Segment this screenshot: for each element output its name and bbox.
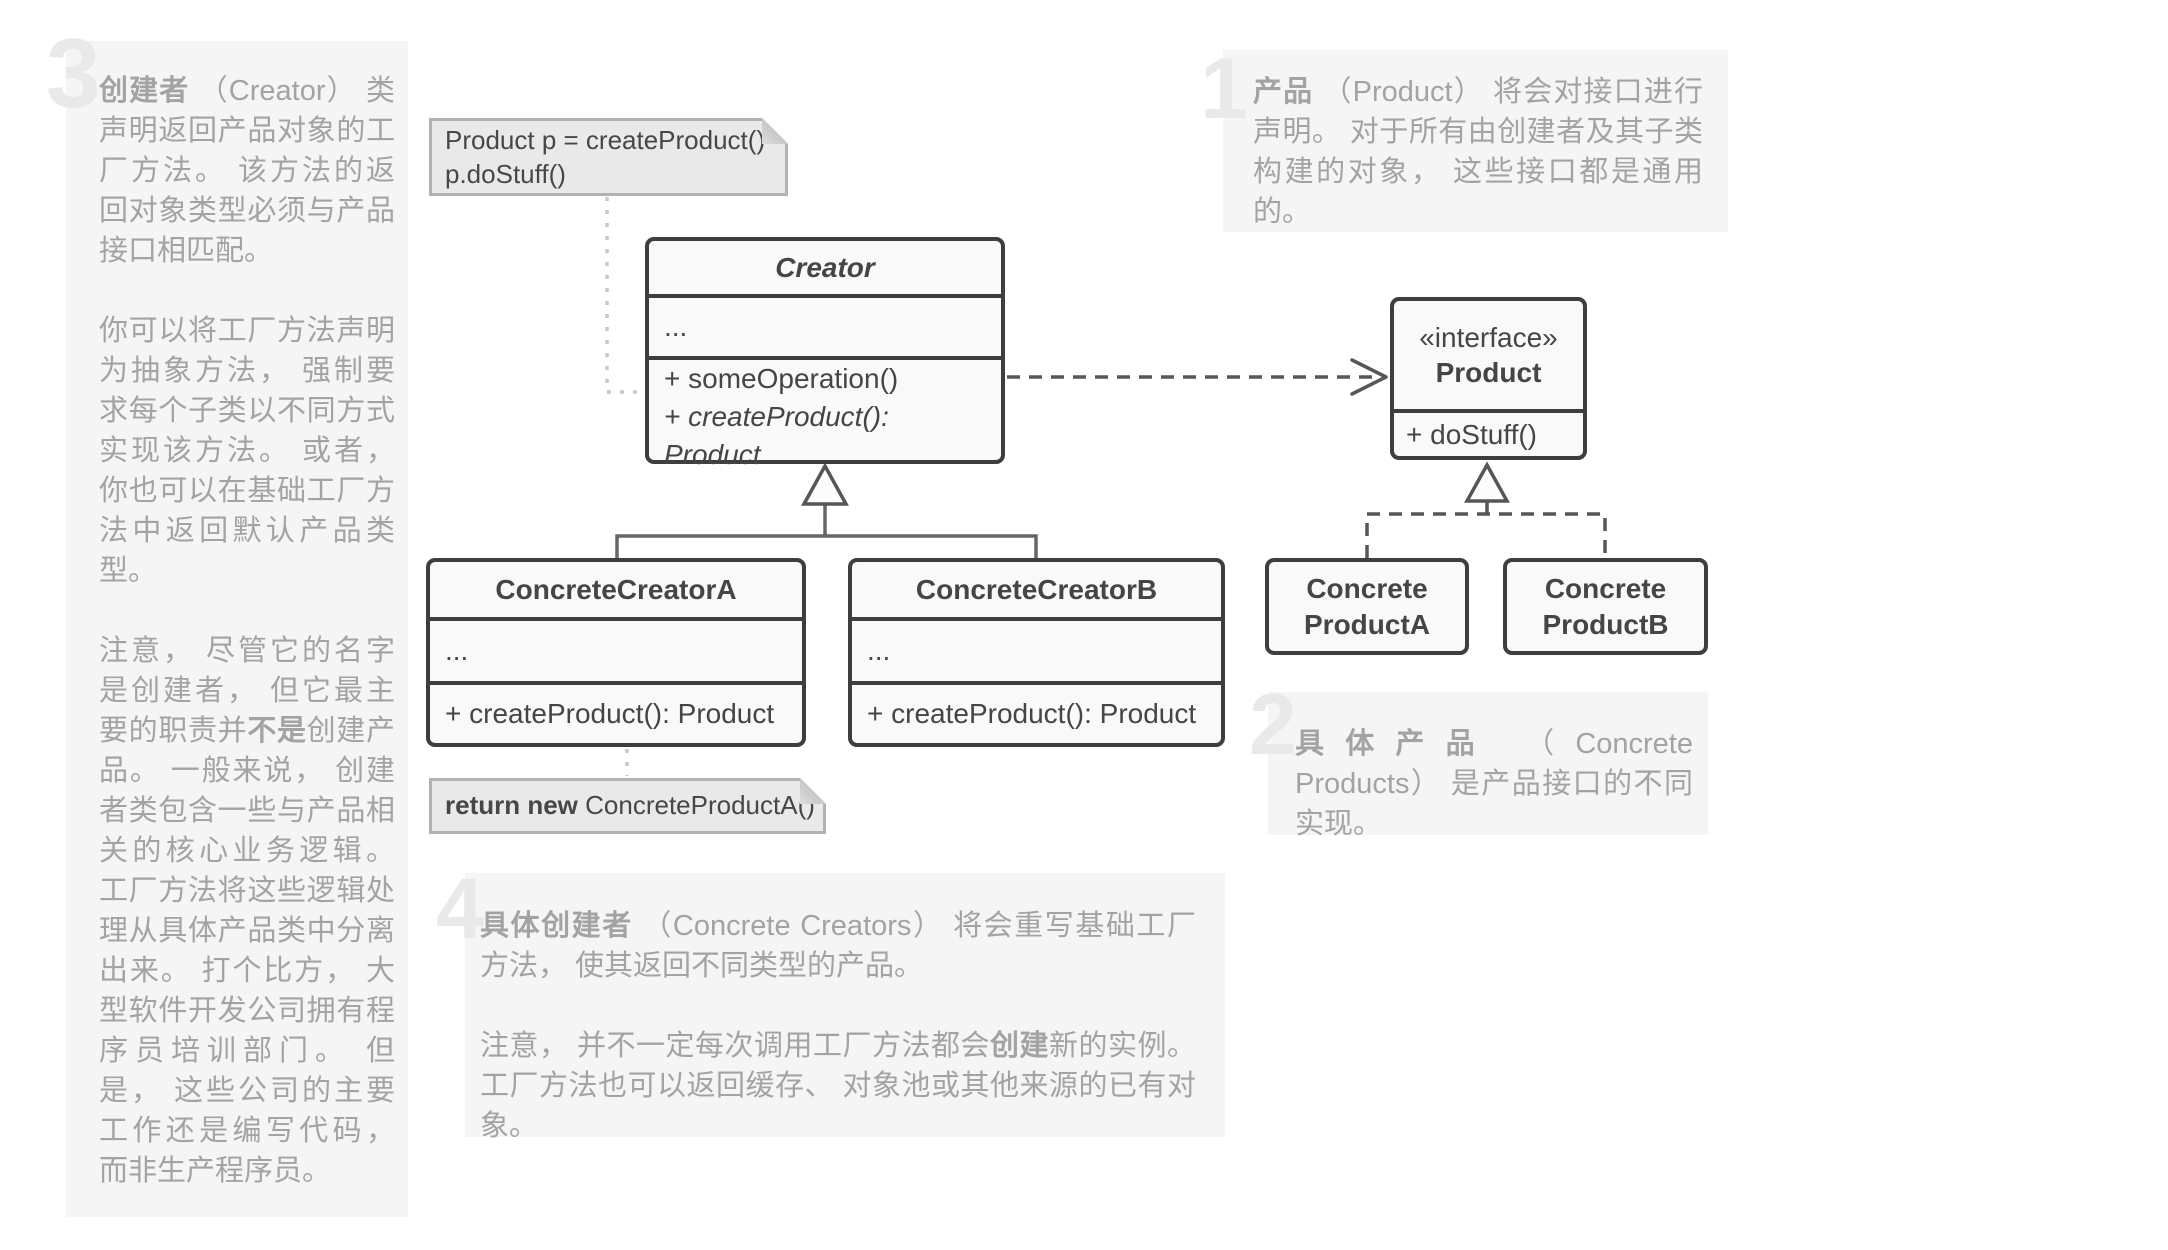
annotation-4-text: 具体创建者 （Concrete Creators） 将会重写基础工厂方法， 使其… [480, 906, 1196, 1146]
annotation-3-text: 创建者 （Creator） 类声明返回产品对象的工厂方法。 该方法的返回对象类型… [99, 71, 395, 1191]
annotation-2-number: 2 [1249, 677, 1297, 773]
annotation-3-panel [66, 41, 408, 1217]
annotation-4-panel [465, 873, 1225, 1137]
creator-class-methods: + someOperation() + createProduct(): Pro… [649, 360, 1001, 474]
creator-inheritance-lines [615, 505, 1038, 558]
creator-class-name: Creator [649, 241, 1001, 298]
concrete-creator-a-class: ConcreteCreatorA ... + createProduct(): … [426, 558, 806, 747]
concrete-creator-a-fields: ... [430, 621, 802, 685]
annotation-3-number: 3 [46, 18, 101, 128]
note-fold-icon [762, 118, 788, 144]
concrete-product-a-name-line2: ProductA [1304, 608, 1430, 640]
concrete-creator-a-methods: + createProduct(): Product [430, 685, 802, 743]
dependency-open-arrowhead-icon [1350, 358, 1388, 396]
creator-method-someoperation: + someOperation() [664, 363, 899, 394]
annotation-1-paragraph-1: 产品 （Product） 将会对接口进行声明。 对于所有由创建者及其子类构建的对… [1253, 76, 1703, 228]
creator-class: Creator ... + someOperation() + createPr… [645, 237, 1005, 470]
concrete-creator-b-class: ConcreteCreatorB ... + createProduct(): … [848, 558, 1225, 747]
note-fold-icon [800, 778, 826, 804]
creator-method-createproduct: + createProduct(): Product [664, 401, 889, 470]
creator-class-fields: ... [649, 298, 1001, 360]
product-interface-header: «interface» Product [1394, 301, 1583, 413]
return-new-note-text: return new ConcreteProductA() [445, 790, 815, 820]
concrete-product-b-name-line2: ProductB [1542, 608, 1669, 640]
annotation-2-panel [1268, 692, 1708, 835]
concrete-creator-b-methods: + createProduct(): Product [852, 685, 1221, 743]
concrete-creator-a-name: ConcreteCreatorA [430, 562, 802, 621]
concrete-product-a-name: Concrete ProductA [1304, 571, 1430, 643]
concrete-creator-b-name: ConcreteCreatorB [852, 562, 1221, 621]
annotation-1-number: 1 [1200, 41, 1248, 137]
return-new-note: return new ConcreteProductA() [429, 778, 826, 834]
product-interface-name: Product [1435, 357, 1542, 388]
product-interface-class: «interface» Product + doStuff() [1390, 297, 1587, 460]
annotation-1-panel [1223, 50, 1728, 232]
product-method-dostuff: + doStuff() [1406, 418, 1538, 450]
annotation-2-paragraph-1: 具体产品 （Concrete Products） 是产品接口的不同实现。 [1295, 728, 1693, 840]
annotation-3-paragraph-2: 你可以将工厂方法声明为抽象方法， 强制要求每个子类以不同方式实现该方法。 或者，… [99, 315, 395, 587]
product-stereotype: «interface» [1419, 322, 1558, 353]
client-code-line-2: p.doStuff() [445, 159, 566, 189]
concrete-creator-a-method-createproduct: + createProduct(): Product [445, 698, 775, 729]
concrete-product-a-class: Concrete ProductA [1265, 558, 1469, 655]
realization-triangle-icon [1464, 461, 1510, 503]
annotation-2-text: 具体产品 （Concrete Products） 是产品接口的不同实现。 [1295, 724, 1693, 844]
annotation-1-text: 产品 （Product） 将会对接口进行声明。 对于所有由创建者及其子类构建的对… [1253, 72, 1703, 232]
concrete-creator-b-method-createproduct: + createProduct(): Product [867, 698, 1197, 729]
concrete-product-b-class: Concrete ProductB [1503, 558, 1708, 655]
product-interface-methods: + doStuff() [1394, 413, 1583, 456]
annotation-4-paragraph-2: 注意， 并不一定每次调用工厂方法都会创建新的实例。 工厂方法也可以返回缓存、 对… [480, 1030, 1196, 1142]
concrete-product-b-name: Concrete ProductB [1543, 571, 1669, 643]
annotation-4-number: 4 [436, 861, 484, 957]
product-realization-lines [1365, 502, 1607, 558]
concrete-product-b-name-line1: Concrete [1544, 572, 1667, 604]
client-code-line-1: Product p = createProduct() [445, 125, 766, 155]
annotation-4-paragraph-1: 具体创建者 （Concrete Creators） 将会重写基础工厂方法， 使其… [480, 910, 1196, 982]
concrete-creator-b-fields: ... [852, 621, 1221, 685]
annotation-3-paragraph-1: 创建者 （Creator） 类声明返回产品对象的工厂方法。 该方法的返回对象类型… [99, 75, 395, 267]
client-code-note: Product p = createProduct() p.doStuff() [429, 118, 788, 196]
annotation-3-paragraph-3: 注意， 尽管它的名字是创建者， 但它最主要的职责并不是创建产品。 一般来说， 创… [99, 635, 395, 1187]
client-note-connector-line [605, 197, 643, 394]
concrete-product-a-name-line1: Concrete [1306, 572, 1428, 604]
